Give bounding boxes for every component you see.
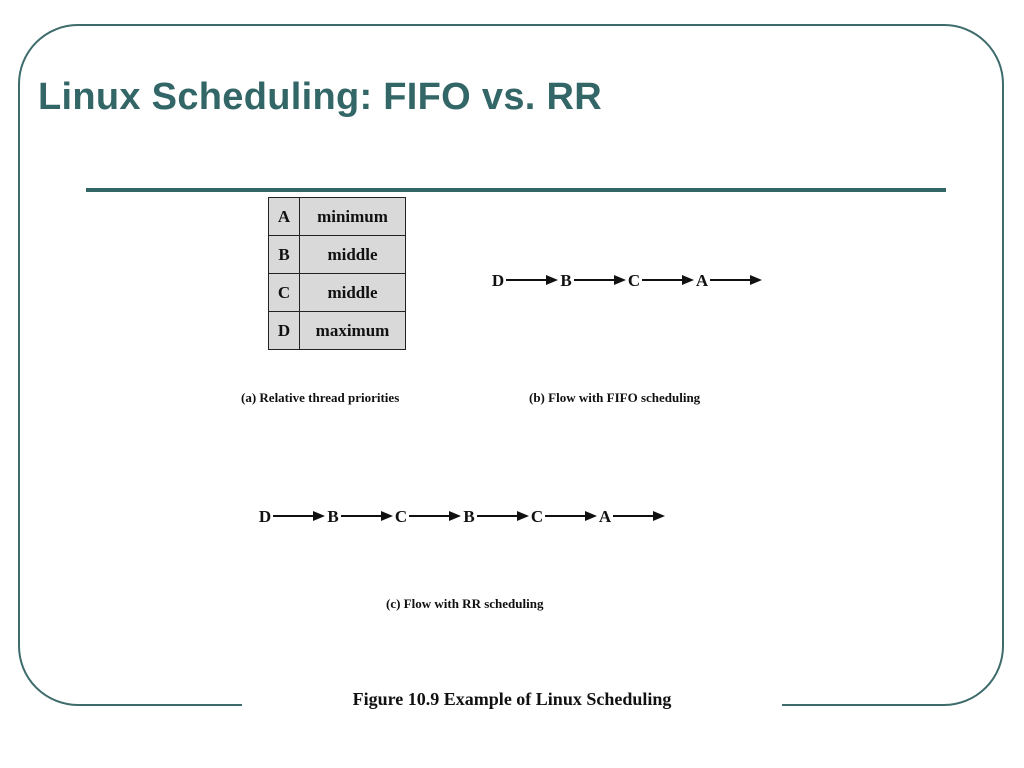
thread-cell: C <box>268 273 300 312</box>
thread-cell: B <box>268 235 300 274</box>
priority-cell: middle <box>299 273 406 312</box>
thread-cell: D <box>268 311 300 350</box>
fifo-flow-caption: (b) Flow with FIFO scheduling <box>529 390 701 405</box>
priority-cell: maximum <box>299 311 406 350</box>
table-row: D maximum <box>268 311 406 350</box>
table-row: C middle <box>268 273 406 312</box>
priority-cell: minimum <box>299 197 406 236</box>
slide-title: Linux Scheduling: FIFO vs. RR <box>38 76 602 118</box>
title-divider <box>86 188 946 192</box>
priority-cell: middle <box>299 235 406 274</box>
table-row: A minimum <box>268 197 406 236</box>
table-row: B middle <box>268 235 406 274</box>
figure-caption: Figure 10.9 Example of Linux Scheduling <box>242 686 782 716</box>
thread-cell: A <box>268 197 300 236</box>
priority-table: A minimum B middle C middle D maximum <box>268 197 406 350</box>
priority-table-caption: (a) Relative thread priorities <box>241 390 400 405</box>
rr-flow-caption: (c) Flow with RR scheduling <box>386 596 544 611</box>
